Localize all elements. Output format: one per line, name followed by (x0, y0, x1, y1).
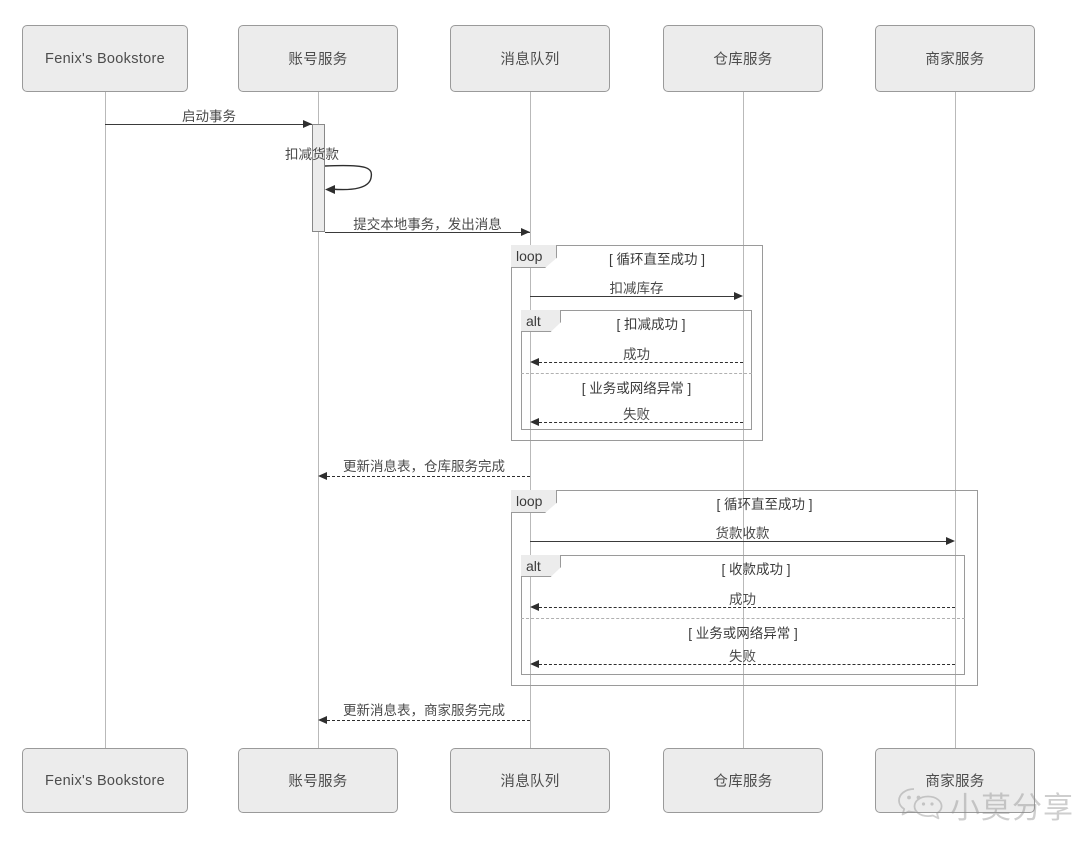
message-arrowhead-payment-failure (530, 659, 539, 668)
fragment-alt-merchant (521, 555, 965, 675)
participant-head-mq[interactable]: 消息队列 (450, 25, 610, 92)
message-label-commit-local-tx: 提交本地事务，发出消息 (353, 217, 502, 232)
participant-foot-mq[interactable]: 消息队列 (450, 748, 610, 813)
message-label-start-transaction: 启动事务 (182, 109, 236, 124)
lifeline-bookstore (105, 92, 106, 750)
fragment-alt1-separator (521, 373, 752, 374)
message-arrowhead-stock-failure (530, 417, 539, 426)
fragment-operator-tag-alt1: alt (521, 310, 561, 332)
message-line-stock-success (539, 362, 743, 363)
fragment-operator-tag-loop1: loop (511, 245, 557, 268)
message-arrowhead-deduct-stock (734, 291, 743, 300)
fragment-loop-warehouse (511, 245, 763, 441)
lifeline-merchant (955, 92, 956, 750)
message-arrowhead-collect-payment (946, 536, 955, 545)
participant-head-account[interactable]: 账号服务 (238, 25, 398, 92)
message-line-collect-payment (530, 541, 946, 542)
participant-foot-merchant[interactable]: 商家服务 (875, 748, 1035, 813)
lifeline-account (318, 92, 319, 750)
participant-head-warehouse[interactable]: 仓库服务 (663, 25, 823, 92)
participant-label: 账号服务 (288, 774, 348, 790)
participant-label: 仓库服务 (713, 774, 773, 790)
fragment-guard-alt1-branch1: [ 扣减成功 ] (616, 317, 686, 332)
message-label-deduct-stock: 扣减库存 (609, 281, 664, 296)
participant-head-bookstore[interactable]: Fenix's Bookstore (22, 25, 188, 92)
fragment-operator-tag-alt2: alt (521, 555, 561, 577)
fragment-guard-alt2-branch2: [ 业务或网络异常 ] (688, 626, 798, 641)
message-label-payment-success: 成功 (729, 592, 756, 607)
message-label-collect-payment: 货款收款 (715, 526, 770, 541)
message-line-payment-success (539, 607, 955, 608)
participant-label: Fenix's Bookstore (45, 772, 165, 789)
message-arrowhead-start-transaction (303, 119, 312, 128)
fragment-alt-warehouse (521, 310, 752, 430)
participant-label: 商家服务 (925, 774, 985, 790)
message-line-payment-failure (539, 664, 955, 665)
fragment-guard-loop2: [ 循环直至成功 ] (716, 497, 813, 512)
message-line-update-msg-warehouse (327, 476, 530, 477)
message-label-update-msg-merchant: 更新消息表，商家服务完成 (343, 703, 505, 718)
lifeline-warehouse (743, 92, 744, 750)
message-selfcall-deduct-payment (323, 162, 378, 194)
participant-foot-account[interactable]: 账号服务 (238, 748, 398, 813)
message-label-stock-failure: 失败 (623, 407, 650, 422)
fragment-loop-merchant (511, 490, 978, 686)
message-line-start-transaction (105, 124, 312, 125)
fragment-guard-alt2-branch1: [ 收款成功 ] (721, 562, 791, 577)
message-label-stock-success: 成功 (623, 347, 650, 362)
participant-label: Fenix's Bookstore (45, 50, 165, 67)
message-line-stock-failure (539, 422, 743, 423)
fragment-alt2-separator (521, 618, 965, 619)
participant-head-merchant[interactable]: 商家服务 (875, 25, 1035, 92)
message-label-deduct-payment: 扣减货款 (285, 147, 339, 162)
participant-label: 账号服务 (288, 52, 348, 68)
message-arrowhead-update-msg-warehouse (318, 471, 327, 480)
participant-foot-bookstore[interactable]: Fenix's Bookstore (22, 748, 188, 813)
message-arrowhead-stock-success (530, 357, 539, 366)
message-arrowhead-payment-success (530, 602, 539, 611)
message-line-commit-local-tx (325, 232, 530, 233)
message-label-payment-failure: 失败 (729, 649, 756, 664)
activation-bar-account (312, 124, 325, 232)
participant-label: 商家服务 (925, 52, 985, 68)
message-line-deduct-stock (530, 296, 734, 297)
message-label-update-msg-warehouse: 更新消息表，仓库服务完成 (343, 459, 505, 474)
message-arrowhead-commit-local-tx (521, 227, 530, 236)
fragment-guard-alt1-branch2: [ 业务或网络异常 ] (581, 381, 692, 396)
participant-foot-warehouse[interactable]: 仓库服务 (663, 748, 823, 813)
message-arrowhead-update-msg-merchant (318, 715, 327, 724)
participant-label: 仓库服务 (713, 52, 773, 68)
message-line-update-msg-merchant (327, 720, 530, 721)
fragment-operator-tag-loop2: loop (511, 490, 557, 513)
participant-label: 消息队列 (500, 774, 560, 790)
fragment-guard-loop1: [ 循环直至成功 ] (608, 252, 705, 267)
participant-label: 消息队列 (500, 52, 560, 68)
